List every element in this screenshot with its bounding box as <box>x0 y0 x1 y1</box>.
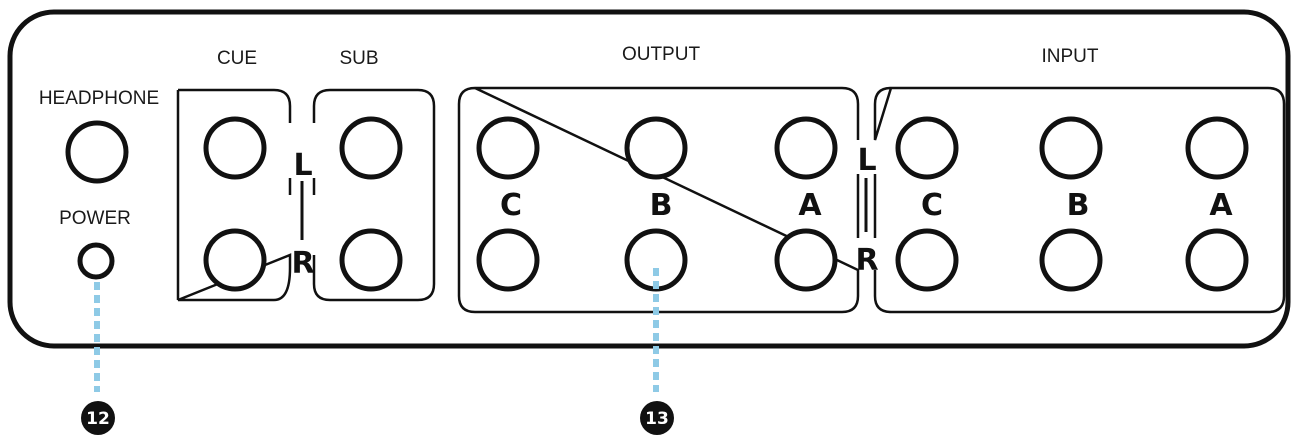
input-bracket <box>873 86 1286 314</box>
sub-left-jack[interactable] <box>339 116 403 180</box>
output-col-a-label: A <box>798 188 822 223</box>
input-a-left-jack[interactable] <box>1185 116 1249 180</box>
output-input-left-channel-label: L <box>857 143 876 178</box>
cue-sub-left-channel-label: L <box>293 148 312 183</box>
output-c-right-jack[interactable] <box>476 228 540 292</box>
output-b-right-jack[interactable] <box>624 228 688 292</box>
input-c-left-jack[interactable] <box>895 116 959 180</box>
sub-label: SUB <box>339 48 378 69</box>
headphone-jack[interactable] <box>65 120 129 184</box>
callout-12-badge <box>81 401 115 435</box>
output-c-left-jack[interactable] <box>476 116 540 180</box>
output-col-c-label: C <box>500 188 522 223</box>
input-a-right-jack[interactable] <box>1185 228 1249 292</box>
cue-left-jack[interactable] <box>203 116 267 180</box>
sub-bracket <box>312 88 436 302</box>
output-input-right-channel-label: R <box>855 243 878 278</box>
input-col-c-label: C <box>921 188 943 223</box>
headphone-label: HEADPHONE <box>39 88 159 109</box>
output-b-left-jack[interactable] <box>624 116 688 180</box>
output-a-right-jack[interactable] <box>774 228 838 292</box>
callout-13-badge <box>640 401 674 435</box>
input-b-right-jack[interactable] <box>1039 228 1103 292</box>
input-col-b-label: B <box>1067 188 1090 223</box>
sub-right-jack[interactable] <box>339 228 403 292</box>
cue-right-jack[interactable] <box>203 228 267 292</box>
output-a-left-jack[interactable] <box>774 116 838 180</box>
callout-13-number: 13 <box>645 409 669 429</box>
cue-label: CUE <box>217 48 257 69</box>
input-col-a-label: A <box>1209 188 1233 223</box>
cue-bracket <box>177 88 292 302</box>
input-label: INPUT <box>1042 46 1099 67</box>
device-panel-outline <box>7 9 1291 349</box>
output-bracket <box>457 86 860 314</box>
callout-12-number: 12 <box>86 409 110 429</box>
cue-sub-right-channel-label: R <box>291 246 314 281</box>
input-c-right-jack[interactable] <box>895 228 959 292</box>
power-label: POWER <box>59 208 131 229</box>
output-col-b-label: B <box>650 188 673 223</box>
output-label: OUTPUT <box>622 44 701 65</box>
power-connector[interactable] <box>77 242 115 280</box>
input-b-left-jack[interactable] <box>1039 116 1103 180</box>
